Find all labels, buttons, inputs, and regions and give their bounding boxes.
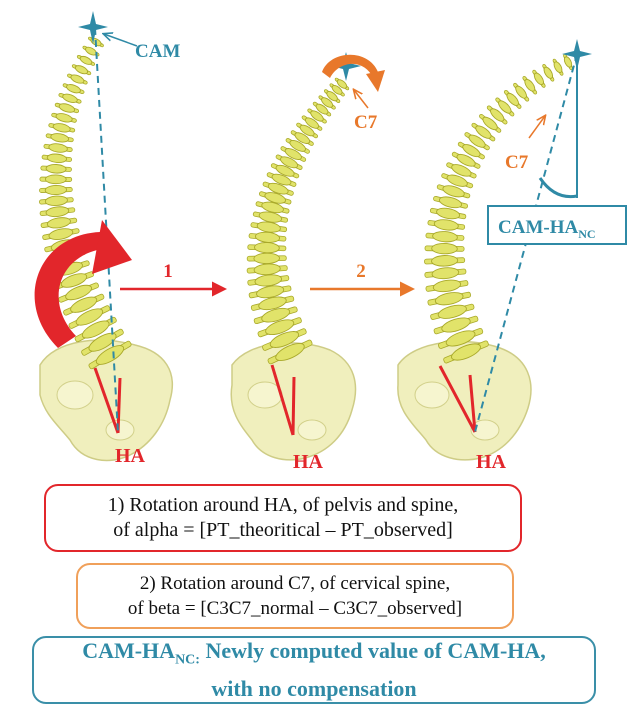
vertebra: [425, 277, 468, 294]
vertebra: [424, 266, 466, 281]
vertebra: [51, 111, 78, 125]
cam-star-icon-left: [78, 11, 108, 44]
vertebra: [424, 255, 465, 267]
vertebra: [40, 215, 77, 230]
definition-line2: with no compensation: [211, 675, 416, 703]
spine-mid: [247, 76, 351, 367]
vertebra: [54, 101, 79, 115]
step1-description-box: 1) Rotation around HA, of pelvis and spi…: [44, 484, 522, 552]
step2-line1: 2) Rotation around C7, of cervical spine…: [140, 571, 450, 596]
c7-label-right: C7: [505, 152, 529, 173]
vertebra: [247, 253, 286, 264]
vertebra: [249, 231, 287, 244]
vertebra: [551, 58, 565, 77]
vertebra: [427, 218, 465, 233]
step2-description-box: 2) Rotation around C7, of cervical spine…: [76, 563, 514, 629]
ha-label-left: HA: [115, 445, 146, 467]
vertebra: [40, 205, 76, 218]
step1-line1: 1) Rotation around HA, of pelvis and spi…: [108, 493, 459, 518]
pelvic-rotation-arrow-icon: [35, 220, 132, 348]
vertebra: [426, 230, 465, 243]
vertebra: [425, 243, 464, 254]
angle-arc-icon: [540, 178, 577, 197]
vertebra: [248, 242, 286, 254]
ha-label-right: HA: [476, 451, 507, 473]
step1-label: 1: [163, 261, 173, 282]
vertebra: [41, 164, 72, 174]
step1-line2: of alpha = [PT_theoritical – PT_observed…: [113, 518, 453, 543]
cam-label: CAM: [135, 41, 180, 62]
vertebra: [247, 263, 288, 276]
c7-pointer-arrow-mid: [354, 90, 368, 108]
cam-pointer-arrow: [104, 34, 137, 46]
definition-line1: CAM-HANC: Newly computed value of CAM-HA…: [82, 637, 546, 674]
vertebra: [45, 131, 74, 144]
vertebra: [39, 195, 73, 207]
vertebra: [42, 153, 72, 164]
vertebra: [48, 121, 76, 134]
step2-label: 2: [356, 261, 366, 282]
c7-label-mid: C7: [354, 112, 378, 133]
vertebra: [43, 142, 72, 154]
vertebra: [247, 272, 289, 288]
vertebra: [39, 185, 72, 195]
c7-pointer-arrow-right: [529, 116, 545, 138]
vertebra: [40, 175, 72, 184]
ha-label-mid: HA: [293, 451, 324, 473]
vertebra: [58, 91, 82, 105]
vertebra: [430, 205, 467, 221]
cam-ha-nc-definition-box: CAM-HANC: Newly computed value of CAM-HA…: [32, 636, 596, 704]
step2-line2: of beta = [C3C7_normal – C3C7_observed]: [128, 596, 462, 621]
